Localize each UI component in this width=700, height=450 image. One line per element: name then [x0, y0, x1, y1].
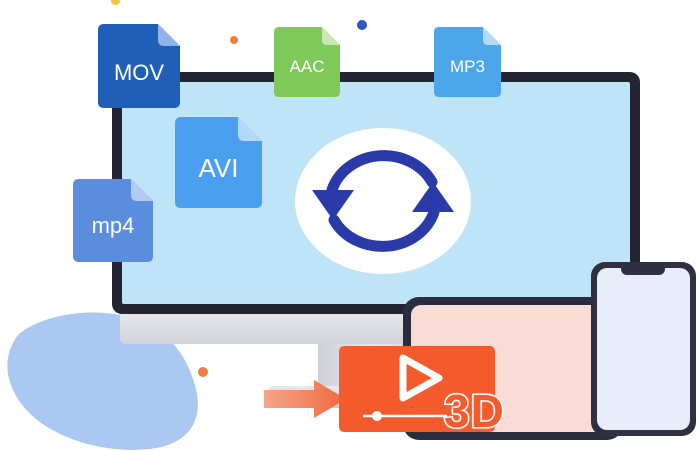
- file-icon-mov: MOV: [98, 24, 180, 108]
- play-icon: [363, 354, 447, 421]
- phone-screen: [597, 268, 690, 430]
- 3d-badge: 3D: [443, 385, 506, 437]
- file-icon-avi: AVI: [175, 117, 262, 208]
- sync-arrows-icon: [312, 150, 454, 252]
- file-icon-aac: AAC: [274, 27, 340, 97]
- decor-dot: [230, 36, 238, 44]
- phone-notch: [621, 266, 665, 275]
- file-icon: [73, 179, 153, 262]
- file-label-aac: AAC: [289, 57, 325, 76]
- file-label-mov: MOV: [113, 60, 165, 85]
- decor-blob: [7, 312, 198, 450]
- file-icon: [98, 24, 180, 108]
- file-icon: [175, 117, 262, 208]
- file-label-mp4: mp4: [91, 213, 135, 238]
- decor-dot: [198, 367, 208, 377]
- file-icon-mp3: MP3: [434, 27, 501, 97]
- arrow-right-icon: [264, 380, 346, 418]
- file-icon: [274, 27, 340, 97]
- file-icon-mp4: mp4: [73, 179, 153, 262]
- decor-dot: [357, 20, 367, 30]
- file-icon: [434, 27, 501, 97]
- decor-dot: [111, 0, 120, 5]
- file-label-avi: AVI: [198, 153, 239, 183]
- file-label-mp3: MP3: [450, 57, 485, 76]
